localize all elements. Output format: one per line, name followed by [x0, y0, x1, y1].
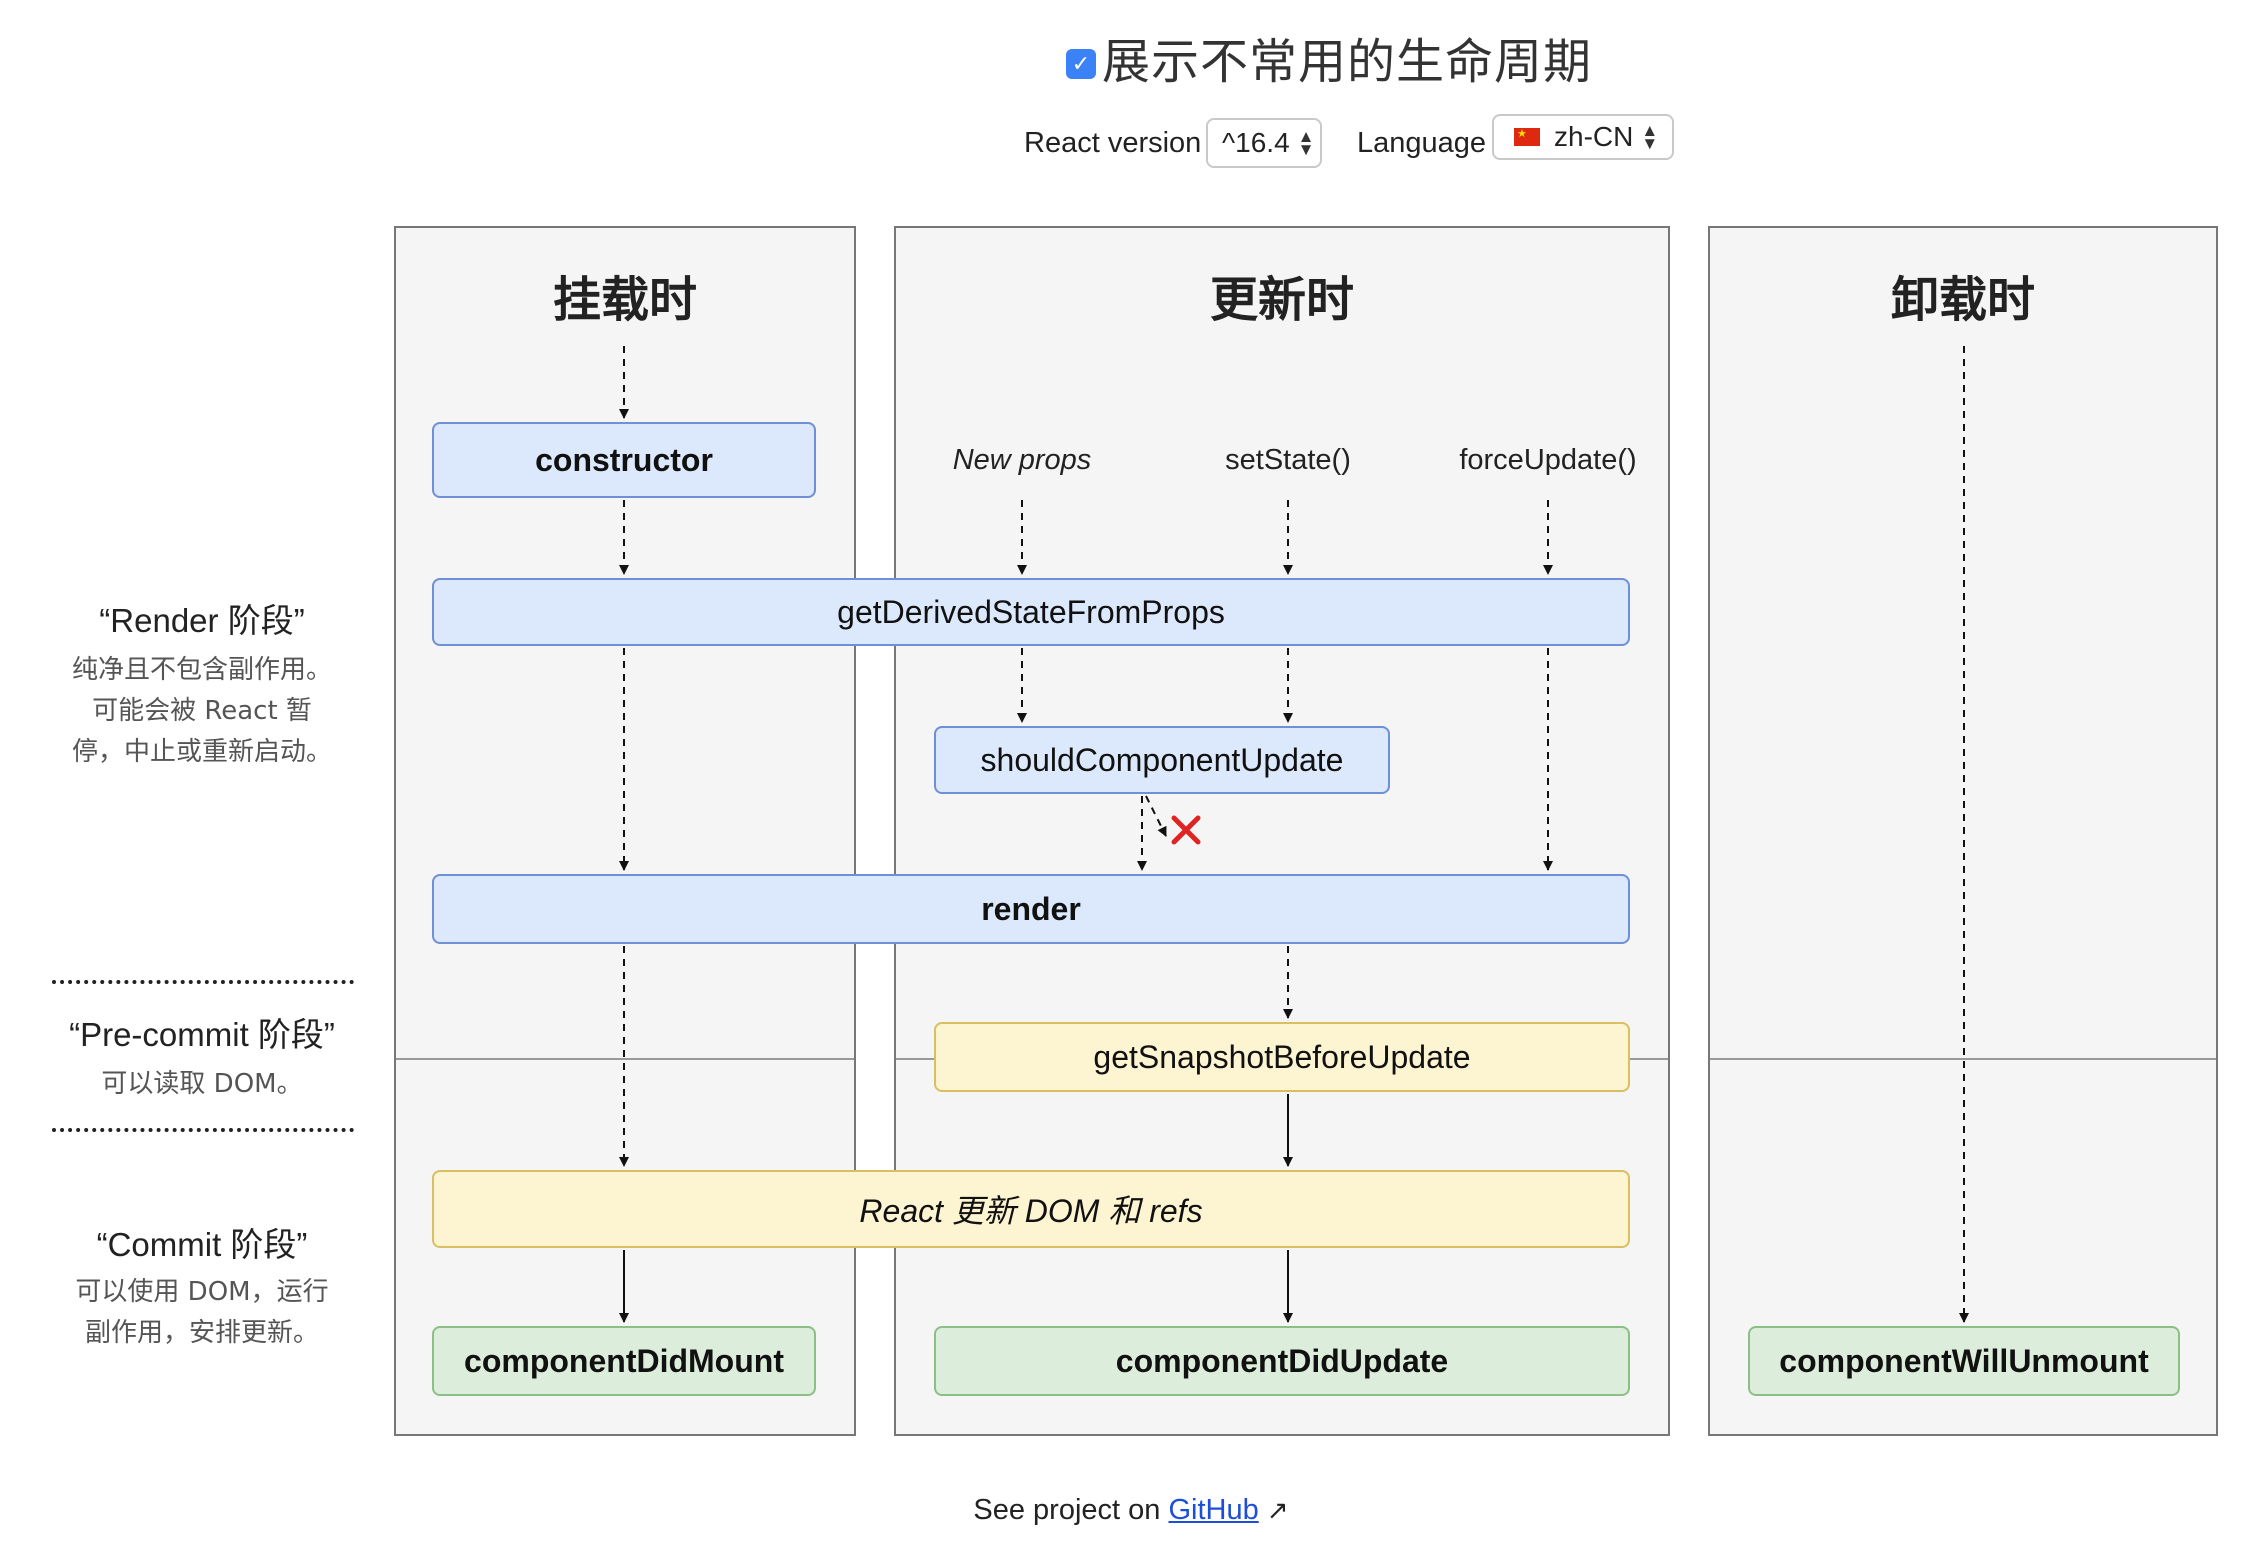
render-phase-description: 纯净且不包含副作用。 可能会被 React 暂 停，中止或重新启动。: [71, 655, 332, 767]
select-arrows-icon: ▲▼: [1297, 127, 1315, 159]
update-column-title: 更新时: [1209, 272, 1354, 328]
react-version-select[interactable]: ^16.4 ▲▼: [1206, 118, 1322, 168]
constructor-box[interactable]: constructor: [432, 422, 816, 498]
precommit-phase-description: 可以读取 DOM。: [101, 1069, 303, 1099]
commit-phase-description: 可以使用 DOM，运行 副作用，安排更新。: [75, 1277, 329, 1348]
select-arrows-icon: ▲▼: [1641, 121, 1659, 153]
trigger-force-update: forceUpdate(): [1459, 444, 1637, 476]
external-link-icon: ↗: [1266, 1495, 1289, 1525]
china-flag-icon: [1514, 128, 1540, 146]
footer-text: See project on: [973, 1494, 1161, 1526]
should-component-update-box[interactable]: shouldComponentUpdate: [934, 726, 1390, 794]
language-select[interactable]: zh-CN ▲▼: [1492, 114, 1674, 160]
unmount-column-title: 卸载时: [1890, 272, 2035, 328]
header-title-row: ✓ 展示不常用的生命周期: [1066, 22, 1592, 92]
render-phase-title: “Render 阶段”: [99, 602, 305, 639]
show-uncommon-lifecycles-checkbox[interactable]: ✓: [1066, 49, 1096, 79]
footer: See project on GitHub ↗: [0, 1494, 2262, 1527]
header-title: 展示不常用的生命周期: [1102, 34, 1593, 90]
react-version-label: React version: [1024, 127, 1202, 159]
phase-divider: [52, 980, 354, 984]
trigger-new-props: New props: [952, 444, 1092, 476]
cancel-x-icon: [1171, 815, 1201, 845]
component-did-mount-box[interactable]: componentDidMount: [432, 1326, 816, 1396]
mount-column-title: 挂载时: [552, 272, 697, 328]
precommit-phase-title: “Pre-commit 阶段”: [69, 1016, 335, 1053]
phase-divider: [52, 1128, 354, 1132]
component-will-unmount-box[interactable]: componentWillUnmount: [1748, 1326, 2180, 1396]
get-snapshot-before-update-box[interactable]: getSnapshotBeforeUpdate: [934, 1022, 1630, 1092]
component-did-update-box[interactable]: componentDidUpdate: [934, 1326, 1630, 1396]
react-updates-dom-box: React 更新 DOM 和 refs: [432, 1170, 1630, 1248]
trigger-set-state: setState(): [1225, 444, 1351, 476]
render-box[interactable]: render: [432, 874, 1630, 944]
language-label: Language: [1357, 127, 1487, 159]
react-version-value: ^16.4: [1222, 127, 1290, 158]
get-derived-state-from-props-box[interactable]: getDerivedStateFromProps: [432, 578, 1630, 646]
language-value: zh-CN: [1554, 121, 1634, 152]
github-link[interactable]: GitHub: [1168, 1494, 1259, 1526]
commit-phase-title: “Commit 阶段”: [96, 1226, 308, 1263]
